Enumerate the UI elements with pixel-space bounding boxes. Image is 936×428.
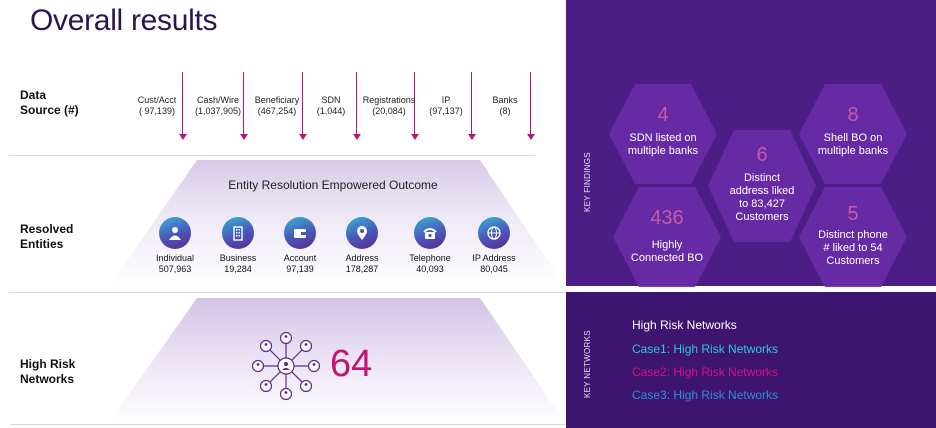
row-label-resolved: Resolved Entities: [20, 222, 73, 252]
data-source-name: IP: [441, 95, 451, 105]
arrow-down-icon: [352, 134, 361, 140]
data-source-arrow-line: [471, 72, 472, 136]
data-source-item: Cust/Acct( 97,139): [138, 95, 177, 117]
high-risk-networks-label: High Risk Networks: [20, 357, 76, 386]
data-source-count: ( 97,139): [138, 106, 176, 116]
entity-resolution-funnel: [108, 160, 566, 424]
finding-number: 4: [657, 104, 669, 126]
key-networks-panel: [566, 292, 936, 428]
arrow-down-icon: [239, 134, 248, 140]
finding-number: 8: [847, 104, 859, 126]
data-source-item: IP(97,137): [429, 95, 463, 117]
entity-resolution-title: Entity Resolution Empowered Outcome: [228, 178, 438, 192]
entity-count: 40,093: [416, 264, 444, 274]
entity-count: 97,139: [286, 264, 314, 274]
data-source-item: Cash/Wire(1,037,905): [195, 95, 241, 117]
arrow-down-icon: [178, 134, 187, 140]
finding-text: Distinct address liked to 83,427 Custome…: [729, 172, 795, 223]
resolved-entities-label: Resolved Entities: [20, 222, 74, 251]
data-source-item: SDN(1,044): [317, 95, 346, 117]
finding-text: Distinct phone # liked to 54 Customers: [818, 229, 888, 267]
data-source-name: Cust/Acct: [137, 95, 177, 105]
wallet-icon: [284, 217, 316, 249]
entity-count: 178,287: [345, 264, 379, 274]
entity-count: 80,045: [480, 264, 508, 274]
arrow-down-icon: [410, 134, 419, 140]
data-source-item: Banks(8): [492, 95, 517, 117]
finding-text: Shell BO on multiple banks: [817, 132, 889, 157]
data-source-arrow-line: [302, 72, 303, 136]
data-source-item: Beneficiary(467,254): [255, 95, 300, 117]
entity-count: 19,284: [224, 264, 252, 274]
arrow-down-icon: [467, 134, 476, 140]
divider: [10, 424, 566, 425]
row-label-data-source: Data Source (#): [20, 88, 79, 118]
data-source-arrow-line: [243, 72, 244, 136]
data-source-arrow-line: [414, 72, 415, 136]
data-source-count: (97,137): [429, 106, 463, 116]
networks-count: 64: [330, 343, 373, 385]
data-source-arrow-line: [530, 72, 531, 136]
data-source-item: Registrations(20,084): [363, 95, 416, 117]
entity-name: IP Address: [472, 253, 516, 263]
data-source-count: (1,044): [316, 106, 346, 116]
person-icon: [159, 217, 191, 249]
divider: [10, 292, 566, 293]
telephone-icon: [414, 217, 446, 249]
data-source-name: Banks: [492, 95, 518, 105]
data-source-count: (1,037,905): [194, 106, 242, 116]
arrow-down-icon: [526, 134, 535, 140]
row-label-high-risk: High Risk Networks: [20, 357, 75, 387]
data-source-name: Cash/Wire: [196, 95, 240, 105]
entity-name: Telephone: [409, 253, 451, 263]
location-pin-icon: [346, 217, 378, 249]
network-graph-icon: [251, 331, 321, 401]
data-source-count: (20,084): [372, 106, 406, 116]
finding-number: 6: [756, 144, 768, 166]
finding-text: Highly Connected BO: [630, 239, 704, 264]
entity-name: Account: [283, 253, 317, 263]
divider: [10, 155, 534, 156]
data-source-count: (8): [499, 106, 511, 116]
networks-title: High Risk Networks: [632, 318, 737, 332]
page-title: Overall results: [30, 4, 218, 37]
data-source-count: (467,254): [257, 106, 297, 116]
key-findings-label: KEY FINDINGS: [583, 152, 592, 212]
entity-name: Individual: [155, 253, 195, 263]
entity-name: Business: [219, 253, 257, 263]
finding-number: 5: [847, 203, 859, 225]
entity-count: 507,963: [158, 264, 192, 274]
building-icon: [222, 217, 254, 249]
case-link-1[interactable]: Case1: High Risk Networks: [632, 342, 779, 356]
data-source-name: SDN: [321, 95, 341, 105]
data-source-name: Registrations: [362, 95, 416, 105]
finding-text: SDN listed on multiple banks: [627, 132, 699, 157]
data-source-arrow-line: [356, 72, 357, 136]
arrow-down-icon: [298, 134, 307, 140]
case-link-3[interactable]: Case3: High Risk Networks: [632, 388, 779, 402]
data-source-arrow-line: [182, 72, 183, 136]
key-networks-label: KEY NETWORKS: [583, 330, 592, 398]
data-source-name: Beneficiary: [254, 95, 300, 105]
entity-name: Address: [345, 253, 379, 263]
globe-icon: [478, 217, 510, 249]
finding-number: 436: [650, 207, 684, 229]
data-source-label: Data Source (#): [20, 88, 79, 117]
case-link-2[interactable]: Case2: High Risk Networks: [632, 365, 779, 379]
